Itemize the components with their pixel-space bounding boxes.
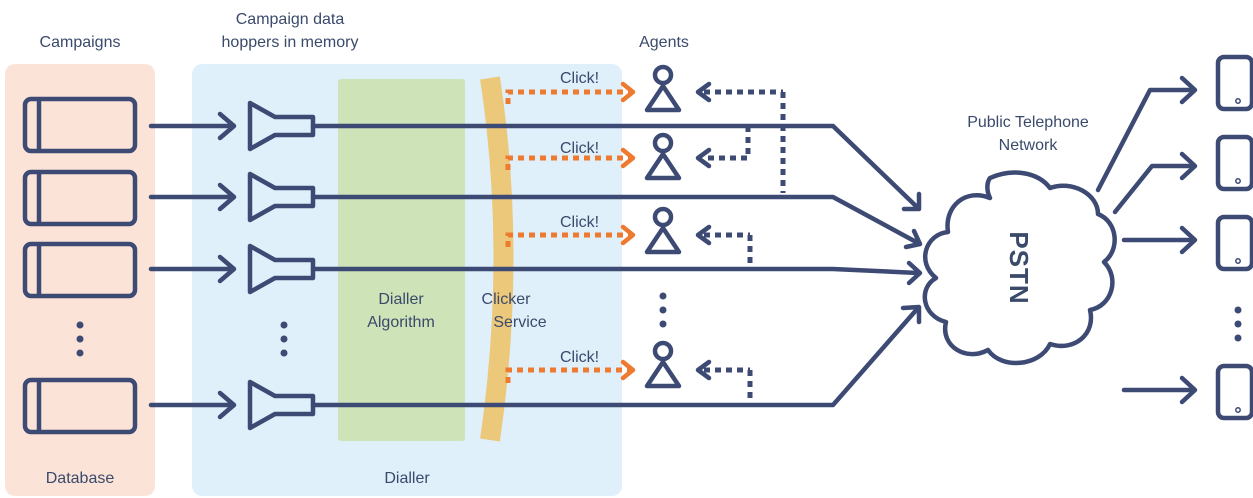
- hoppers-title-line2: hoppers in memory: [222, 34, 359, 51]
- click-label: Click!: [560, 140, 599, 157]
- pstn-title-line2: Network: [999, 137, 1059, 154]
- dialler-algorithm-panel: [338, 79, 465, 441]
- database-table-icon: [22, 169, 138, 227]
- agents-title: Agents: [639, 34, 689, 51]
- database-table-icon: [22, 241, 138, 299]
- hoppers-title-line1: Campaign data: [236, 11, 345, 28]
- agent-icon: [644, 206, 682, 255]
- hopper-icon: [247, 243, 316, 295]
- click-label: Click!: [560, 70, 599, 87]
- table-to-hopper-arrows: [148, 111, 237, 420]
- dialler-algorithm-label-line2: Algorithm: [367, 314, 435, 331]
- database-table-icon: [22, 377, 138, 435]
- pstn-label: PSTN: [1004, 231, 1034, 304]
- hopper-icon: [247, 379, 316, 431]
- campaigns-title: Campaigns: [40, 34, 121, 51]
- clicker-service-label-line2: Service: [493, 314, 546, 331]
- pstn-title-line1: Public Telephone: [967, 114, 1089, 131]
- agent-icon: [644, 132, 682, 181]
- agent-icon: [644, 64, 682, 113]
- phone-icon: [1215, 214, 1253, 272]
- phone-icon: [1215, 54, 1253, 112]
- ellipsis-icon: [1234, 306, 1242, 342]
- agent-icon: [644, 340, 682, 389]
- click-label: Click!: [560, 214, 599, 231]
- database-table-icon: [22, 96, 138, 154]
- dialler-label: Dialler: [384, 470, 430, 487]
- phone-icon: [1215, 363, 1253, 421]
- hopper-to-pstn-lines: [310, 123, 923, 408]
- clicker-service-label-line1: Clicker: [482, 291, 532, 308]
- database-label: Database: [46, 470, 115, 487]
- ellipsis-icon: [280, 321, 288, 357]
- ellipsis-icon: [76, 321, 84, 357]
- ellipsis-icon: [659, 292, 667, 328]
- dialler-algorithm-label-line1: Dialler: [378, 291, 424, 308]
- cloud-icon: [922, 170, 1117, 366]
- hopper-icon: [247, 171, 316, 223]
- click-arrows: [505, 81, 636, 383]
- pstn-to-phone-arrows: [1095, 75, 1198, 405]
- phone-icon: [1215, 134, 1253, 192]
- agent-feedback-connectors: [695, 81, 786, 405]
- hopper-icon: [247, 100, 316, 152]
- click-label: Click!: [560, 349, 599, 366]
